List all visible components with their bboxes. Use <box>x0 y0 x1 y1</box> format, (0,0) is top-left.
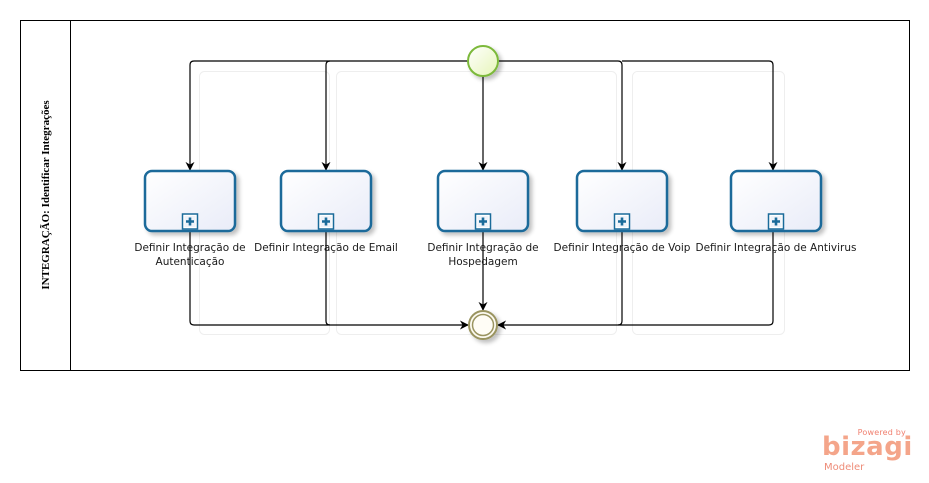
flow-start-to-t2 <box>321 60 331 171</box>
flows-to-end <box>189 222 774 330</box>
task-t5[interactable]: Definir Integração de Antivirus <box>695 169 857 254</box>
task-label: Autenticação <box>156 256 225 268</box>
task-label: Definir Integração de Voip <box>554 242 691 254</box>
bizagi-logo: bizagi <box>822 432 913 462</box>
task-box[interactable] <box>575 169 669 233</box>
task-label: Hospedagem <box>448 256 517 268</box>
flow-t2-to-end <box>325 222 331 326</box>
powered-by-text: Powered by <box>857 428 906 437</box>
subprocess-expand-icon[interactable] <box>613 213 631 230</box>
start-event[interactable] <box>467 45 499 77</box>
modeler-text: Modeler <box>824 462 865 473</box>
flow-t1-to-end <box>189 222 469 330</box>
flow-t5-to-end <box>497 222 774 330</box>
subprocess-expand-icon[interactable] <box>474 213 492 230</box>
subprocess-expand-icon[interactable] <box>317 213 335 230</box>
bizagi-watermark: Powered by bizagi Modeler <box>820 428 913 478</box>
flow-start-to-t4 <box>498 60 627 171</box>
task-label: Definir Integração de <box>427 242 538 254</box>
subprocess-expand-icon[interactable] <box>767 213 785 230</box>
task-box[interactable] <box>143 169 237 233</box>
task-label: Definir Integração de Antivirus <box>695 242 856 254</box>
flow-start-to-t1 <box>185 60 468 171</box>
task-box[interactable] <box>279 169 373 233</box>
flow-start-to-t5 <box>622 60 778 171</box>
task-t4[interactable]: Definir Integração de Voip <box>554 169 691 254</box>
tasks: Definir Integração deAutenticaçãoDefinir… <box>134 169 857 268</box>
task-label: Definir Integração de <box>134 242 245 254</box>
subprocess-expand-icon[interactable] <box>181 213 199 230</box>
end-event[interactable] <box>468 310 498 340</box>
task-t1[interactable]: Definir Integração de Autenticação <box>134 169 246 268</box>
task-box[interactable] <box>729 169 823 233</box>
task-t3[interactable]: Definir Integração de Hospedagem <box>427 169 539 268</box>
task-t2[interactable]: Definir Integração de Email <box>254 169 398 254</box>
lane-title: INTEGRAÇÃO: Identificar Integrações <box>40 100 52 290</box>
flows-from-start <box>185 60 778 171</box>
task-box[interactable] <box>436 169 530 233</box>
task-label: Definir Integração de Email <box>254 242 398 254</box>
